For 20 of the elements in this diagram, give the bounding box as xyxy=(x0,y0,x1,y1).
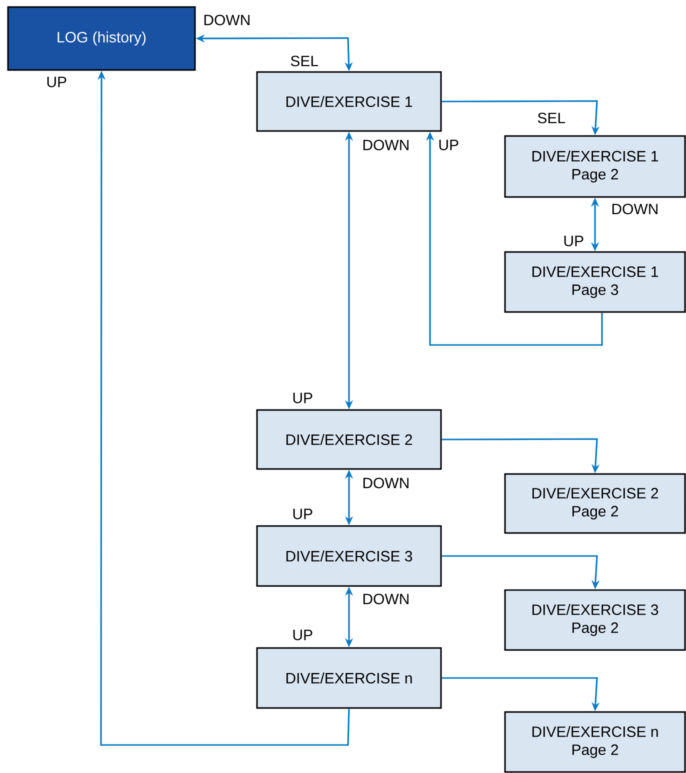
menu-box: DIVE/EXERCISE 2 Page 2 xyxy=(504,473,686,534)
menu-box: DIVE/EXERCISE n xyxy=(256,647,442,709)
key-label: DOWN xyxy=(612,204,658,214)
key-label: DOWN xyxy=(363,140,408,150)
key-label: DOWN xyxy=(363,594,408,604)
key-label: SEL xyxy=(538,112,566,124)
menu-box: DIVE/EXERCISE 2 xyxy=(256,409,442,470)
menu-box: DIVE/EXERCISE 1 xyxy=(256,71,442,132)
key-label: UP xyxy=(293,630,312,640)
key-label: DOWN xyxy=(363,478,408,488)
menu-box: DIVE/EXERCISE 3 xyxy=(256,525,442,587)
menu-box: LOG (history) xyxy=(7,6,196,71)
menu-box: DIVE/EXERCISE 1 Page 2 xyxy=(504,135,686,198)
menu-box: DIVE/EXERCISE 1 Page 3 xyxy=(504,251,686,313)
menu-box: DIVE/EXERCISE n Page 2 xyxy=(504,711,686,773)
key-label: DOWN xyxy=(204,14,250,26)
key-label: UP xyxy=(293,508,312,520)
key-label: UP xyxy=(439,140,458,150)
key-label: UP xyxy=(564,236,584,246)
menu-box: DIVE/EXERCISE 3 Page 2 xyxy=(504,589,686,651)
